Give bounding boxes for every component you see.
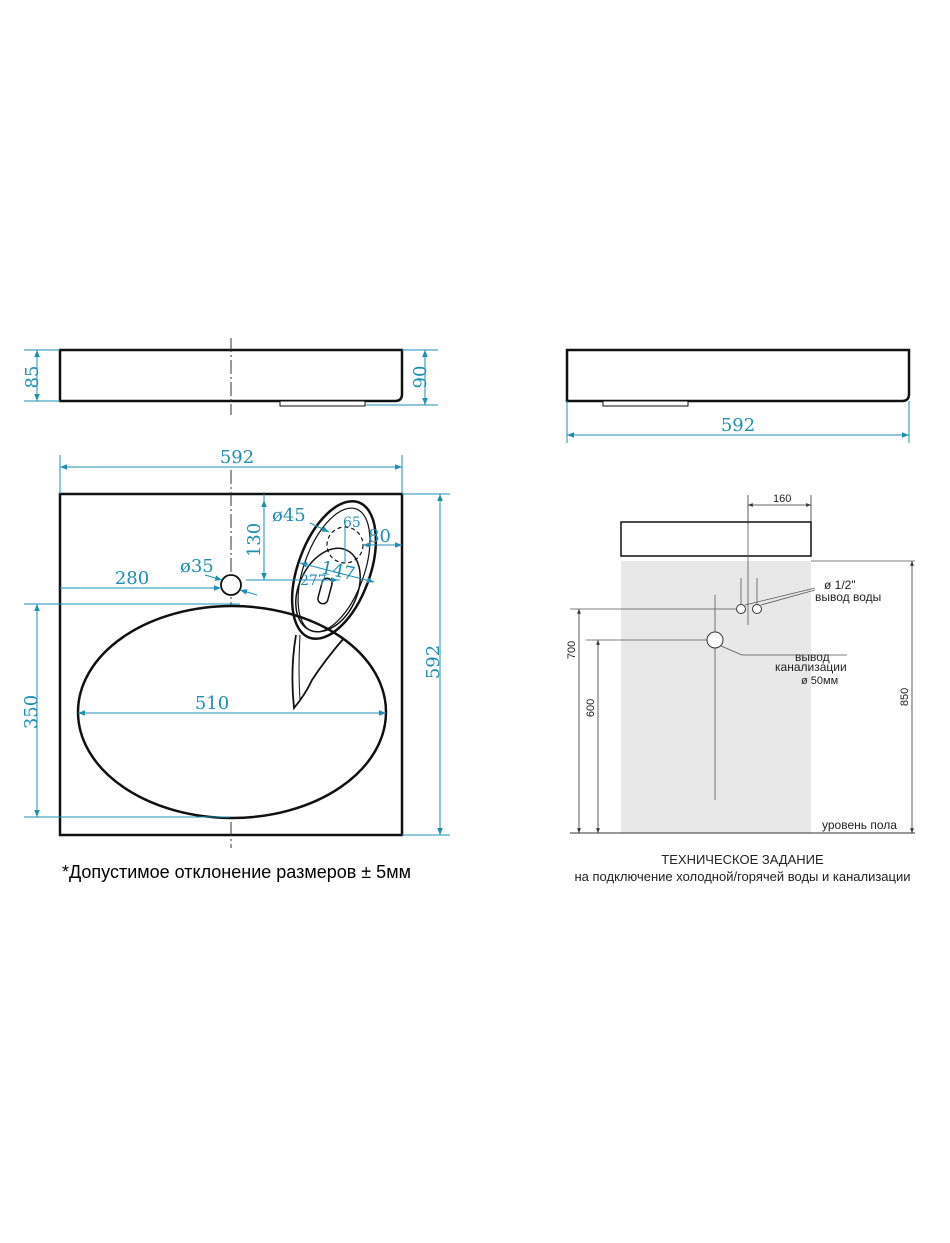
installation-diagram: 160 ø 1/2" вывод воды вывод канализации … [566, 493, 915, 834]
dim-600: 600 [585, 699, 597, 717]
sewer-label-3: ø 50мм [801, 675, 838, 687]
water-outlet-label: вывод воды [815, 590, 881, 604]
tolerance-note: *Допустимое отклонение размеров ± 5мм [62, 862, 411, 882]
dim-850: 850 [899, 688, 911, 706]
hot-water-outlet [752, 604, 762, 614]
sewer-label-2: канализации [775, 660, 847, 674]
wall-area [621, 561, 811, 833]
dim-700: 700 [566, 641, 578, 659]
dim-65: 65 [343, 515, 361, 531]
dim-510: 510 [195, 693, 229, 714]
sink-box [620, 521, 812, 557]
dim-90: 90 [410, 366, 431, 389]
top-view: 592 592 350 510 280 ø35 130 277 ø45 [21, 447, 450, 848]
dim-592-side: 592 [721, 415, 755, 436]
dim-80: 80 [368, 526, 391, 547]
right-side-view: 592 [565, 348, 911, 443]
tech-spec-title: ТЕХНИЧЕСКОЕ ЗАДАНИЕ [661, 852, 824, 867]
floor-level-label: уровень пола [822, 818, 897, 832]
cold-water-outlet [736, 604, 746, 614]
dim-350: 350 [21, 695, 42, 729]
sewer-label-1: вывод [795, 650, 830, 664]
bowl-outline [76, 604, 388, 820]
sewer-outlet [706, 631, 724, 649]
water-dia-label: ø 1/2" [824, 578, 856, 592]
left-side-view: 85 90 [22, 338, 438, 415]
dim-85: 85 [22, 366, 43, 389]
dim-dia35: ø35 [180, 556, 214, 577]
dim-592-top: 592 [220, 447, 254, 468]
dim-dia45: ø45 [272, 505, 306, 526]
dim-280: 280 [115, 568, 149, 589]
tech-spec-caption: ТЕХНИЧЕСКОЕ ЗАДАНИЕ на подключение холод… [555, 851, 930, 885]
dim-160: 160 [773, 493, 791, 505]
tech-spec-subtitle: на подключение холодной/горячей воды и к… [574, 869, 911, 884]
dim-592-depth: 592 [423, 645, 444, 679]
drain-hole [220, 574, 242, 596]
dim-130: 130 [244, 523, 265, 557]
